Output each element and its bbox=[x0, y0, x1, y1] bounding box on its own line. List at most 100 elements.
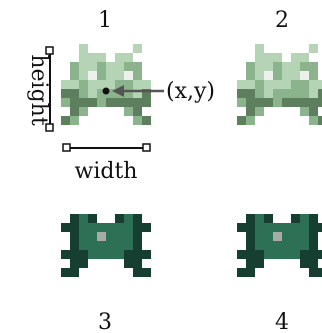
sprite-pixel bbox=[255, 223, 264, 232]
sprite-pixel bbox=[255, 259, 264, 268]
sprite-pixel bbox=[255, 98, 264, 107]
sprite-pixel bbox=[291, 223, 300, 232]
sprite-pixel bbox=[70, 89, 79, 98]
sprite-pixel bbox=[309, 268, 318, 277]
sprite-pixel bbox=[61, 89, 70, 98]
sprite-pixel bbox=[106, 241, 115, 250]
sprite-pixel bbox=[291, 241, 300, 250]
sprite-pixel bbox=[237, 223, 246, 232]
sprite-pixel bbox=[264, 241, 273, 250]
sprite-pixel bbox=[309, 98, 318, 107]
sprite-pixel bbox=[142, 250, 151, 259]
sprite-pixel bbox=[309, 71, 318, 80]
sprite-pixel bbox=[246, 116, 255, 125]
sprite-pixel bbox=[282, 62, 291, 71]
sprite-pixel bbox=[88, 241, 97, 250]
sprite-pixel bbox=[255, 80, 264, 89]
sprite-pixel bbox=[70, 107, 79, 116]
sprite-pixel bbox=[133, 107, 142, 116]
sprite-pixel bbox=[282, 80, 291, 89]
sprite-pixel bbox=[309, 89, 318, 98]
sprite-pixel bbox=[273, 71, 282, 80]
sprite-pixel bbox=[255, 89, 264, 98]
sprite-pixel bbox=[61, 223, 70, 232]
sprite-pixel bbox=[264, 71, 273, 80]
sprite-pixel bbox=[61, 98, 70, 107]
sprite-pixel bbox=[273, 223, 282, 232]
sprite-pixel bbox=[115, 232, 124, 241]
sprite-pixel bbox=[264, 98, 273, 107]
sprite-pixel bbox=[70, 250, 79, 259]
sprite-pixel bbox=[115, 53, 124, 62]
panel-number-4: 4 bbox=[275, 310, 289, 333]
sprite-pixel bbox=[309, 250, 318, 259]
sprite-pixel bbox=[309, 259, 318, 268]
sprite-pixel bbox=[282, 223, 291, 232]
sprite-pixel bbox=[133, 116, 142, 125]
sprite-pixel bbox=[264, 223, 273, 232]
sprite-pixel bbox=[273, 80, 282, 89]
sprite-pixel bbox=[282, 98, 291, 107]
sprite-pixel bbox=[142, 89, 151, 98]
sprite-pixel bbox=[70, 232, 79, 241]
sprite-pixel bbox=[300, 259, 309, 268]
sprite-pixel bbox=[88, 214, 97, 223]
panel-number-2: 2 bbox=[275, 8, 289, 33]
sprite-pixel bbox=[79, 232, 88, 241]
sprite-pixel bbox=[133, 89, 142, 98]
sprite-pixel bbox=[318, 98, 322, 107]
sprite-pixel bbox=[70, 223, 79, 232]
sprite-pixel bbox=[309, 107, 318, 116]
sprite-pixel bbox=[142, 223, 151, 232]
sprite-pixel bbox=[97, 250, 106, 259]
sprite-pixel bbox=[79, 80, 88, 89]
sprite-pixel bbox=[291, 232, 300, 241]
sprite-pixel bbox=[88, 232, 97, 241]
sprite-pixel bbox=[79, 98, 88, 107]
sprite-pixel bbox=[255, 241, 264, 250]
sprite-pixel bbox=[246, 214, 255, 223]
sprite-pixel bbox=[291, 80, 300, 89]
sprite-pixel bbox=[70, 116, 79, 125]
sprite-pixel bbox=[61, 116, 70, 125]
sprite-pixel bbox=[70, 71, 79, 80]
sprite-pixel bbox=[97, 53, 106, 62]
sprite-pixel bbox=[237, 89, 246, 98]
sprite-pixel bbox=[246, 71, 255, 80]
sprite-pixel bbox=[115, 250, 124, 259]
sprite-pixel bbox=[79, 241, 88, 250]
sprite-pixel bbox=[246, 89, 255, 98]
sprite-pixel bbox=[61, 250, 70, 259]
sprite-pixel bbox=[273, 98, 282, 107]
sprite-pixel bbox=[291, 214, 300, 223]
space-invader-sprite bbox=[237, 214, 322, 277]
space-invader-sprite bbox=[61, 214, 151, 277]
sprite-pixel bbox=[264, 250, 273, 259]
sprite-pixel bbox=[106, 98, 115, 107]
sprite-pixel bbox=[309, 232, 318, 241]
sprite-pixel bbox=[97, 232, 106, 241]
sprite-pixel bbox=[300, 98, 309, 107]
panel-number-1: 1 bbox=[98, 8, 112, 33]
sprite-pixel bbox=[273, 232, 282, 241]
sprite-pixel bbox=[318, 268, 322, 277]
sprite-pixel bbox=[246, 259, 255, 268]
sprite-pixel bbox=[133, 214, 142, 223]
sprite-pixel bbox=[264, 89, 273, 98]
sprite-pixel bbox=[88, 62, 97, 71]
sprite-pixel bbox=[246, 232, 255, 241]
center-dot-icon bbox=[102, 87, 110, 95]
sprite-pixel bbox=[300, 107, 309, 116]
sprite-pixel bbox=[115, 214, 124, 223]
sprite-pixel bbox=[133, 259, 142, 268]
sprite-pixel bbox=[255, 53, 264, 62]
sprite-pixel bbox=[79, 71, 88, 80]
sprite-pixel bbox=[255, 250, 264, 259]
sprite-pixel bbox=[106, 80, 115, 89]
width-label: width bbox=[75, 159, 138, 184]
sprite-pixel bbox=[88, 250, 97, 259]
panel-number-3: 3 bbox=[98, 310, 112, 333]
sprite-pixel bbox=[133, 250, 142, 259]
sprite-pixel bbox=[124, 98, 133, 107]
sprite-pixel bbox=[88, 223, 97, 232]
